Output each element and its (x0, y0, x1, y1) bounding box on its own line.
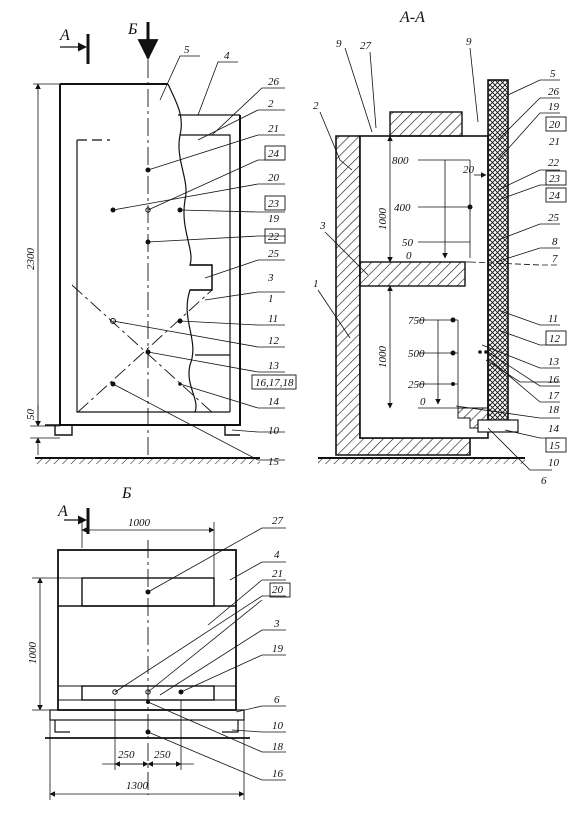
front-view: А Б 23 (25, 21, 297, 468)
callout-12: 12 (268, 335, 280, 347)
plan-callout-20: 20 (272, 584, 284, 596)
sec-callout-21: 21 (549, 136, 560, 148)
sec-callout-22: 22 (548, 157, 560, 169)
sec-callout-3: 3 (319, 220, 326, 232)
sec-callout-12: 12 (549, 333, 561, 345)
sec-callout-18: 18 (548, 404, 560, 416)
level-20: 20 (463, 164, 475, 176)
callout-19: 19 (268, 213, 280, 225)
sec-callout-15: 15 (549, 440, 561, 452)
sec-callout-16: 16 (548, 374, 560, 386)
level-250: 250 (408, 379, 425, 391)
sec-callout-13: 13 (548, 356, 560, 368)
plan-dim-250-right: 250 (154, 749, 171, 761)
plan-callout-16: 16 (272, 768, 284, 780)
plan-dim-width-top: 1000 (128, 517, 151, 529)
callout-23: 23 (268, 198, 280, 210)
callout-10: 10 (268, 425, 280, 437)
level-750: 750 (408, 315, 425, 327)
plan-dim-250-left: 250 (118, 749, 135, 761)
plan-callout-10: 10 (272, 720, 284, 732)
sec-callout-11: 11 (548, 313, 558, 325)
dim-height-text: 2300 (25, 248, 37, 271)
plan-callout-21: 21 (272, 568, 283, 580)
callout-24: 24 (268, 148, 280, 160)
plan-callout-18: 18 (272, 741, 284, 753)
callout-26: 26 (268, 76, 280, 88)
sec-callout-19: 19 (548, 101, 560, 113)
sec-callout-24: 24 (549, 190, 561, 202)
sec-callout-5: 5 (550, 68, 556, 80)
dim-base-text: 50 (25, 409, 37, 421)
view-b-title: Б (121, 485, 132, 502)
level-400: 400 (394, 202, 411, 214)
callout-4: 4 (224, 50, 230, 62)
arrow-b-label: Б (127, 21, 138, 38)
sec-callout-10: 10 (548, 457, 560, 469)
section-dim-lower: 1000 (377, 346, 389, 369)
sec-callout-20: 20 (549, 119, 561, 131)
level-800: 800 (392, 155, 409, 167)
sec-callout-2: 2 (313, 100, 319, 112)
sec-callout-25: 25 (548, 212, 560, 224)
callout-16-17-18: 16,17,18 (255, 377, 294, 389)
section-aa-view: А-А 1000 1000 (313, 9, 567, 487)
sec-callout-6: 6 (541, 475, 547, 487)
sec-callout-26: 26 (548, 86, 560, 98)
sec-callout-9b: 9 (466, 36, 472, 48)
callout-3: 3 (267, 272, 274, 284)
plan-callout-3: 3 (273, 618, 280, 630)
callout-11: 11 (268, 313, 278, 325)
level-0-lower: 0 (420, 396, 426, 408)
callout-21: 21 (268, 123, 279, 135)
arrow-a-bottom-label: А (57, 503, 68, 520)
level-50: 50 (402, 237, 414, 249)
callout-25: 25 (268, 248, 280, 260)
sec-callout-7: 7 (552, 253, 558, 265)
sec-callout-27: 27 (360, 40, 372, 52)
sec-callout-23: 23 (549, 173, 561, 185)
callout-14: 14 (268, 396, 280, 408)
callout-15: 15 (268, 456, 280, 468)
plan-callout-4: 4 (274, 549, 280, 561)
level-0-upper: 0 (406, 250, 412, 262)
plan-dim-depth: 1000 (27, 642, 39, 665)
callout-1: 1 (268, 293, 274, 305)
plan-callout-6: 6 (274, 694, 280, 706)
callout-5: 5 (184, 44, 190, 56)
level-500: 500 (408, 348, 425, 360)
arrow-a-label: А (59, 27, 70, 44)
sec-callout-9a: 9 (336, 38, 342, 50)
plan-view-b: Б А 1000 1000 (27, 485, 291, 800)
plan-callout-19: 19 (272, 643, 284, 655)
sec-callout-8: 8 (552, 236, 558, 248)
plan-callout-27: 27 (272, 515, 284, 527)
sec-callout-14: 14 (548, 423, 560, 435)
callout-13: 13 (268, 360, 280, 372)
section-aa-title: А-А (399, 9, 425, 26)
plan-dim-width-total: 1300 (126, 780, 149, 792)
sec-callout-17: 17 (548, 390, 560, 402)
sec-callout-1: 1 (313, 278, 319, 290)
section-dim-upper: 1000 (377, 208, 389, 231)
callout-20: 20 (268, 172, 280, 184)
callout-2: 2 (268, 98, 274, 110)
callout-22: 22 (268, 231, 280, 243)
